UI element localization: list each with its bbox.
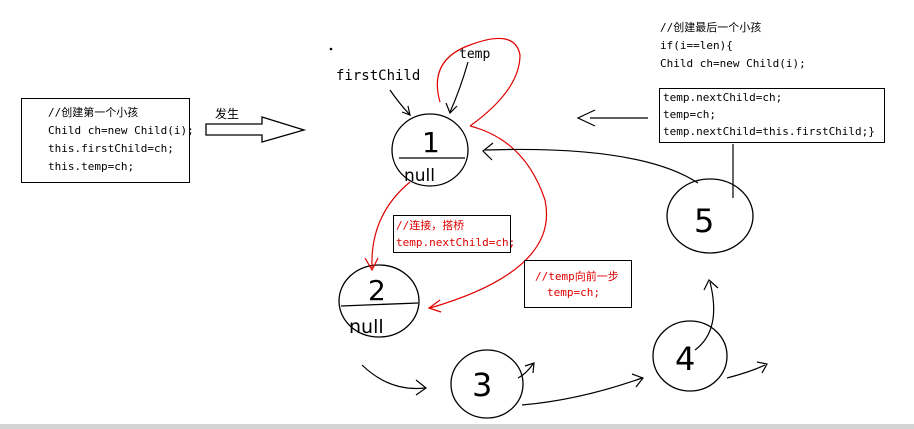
arrow-2-to-3: [361, 364, 426, 390]
bottom-scrollbar: [0, 424, 914, 429]
arrow-5-to-1: [484, 148, 699, 184]
label-firstchild: firstChild: [336, 68, 420, 84]
red-box-2-line-1: //temp向前一步: [535, 270, 619, 283]
red-arrow-temp-step: [429, 125, 548, 309]
arrow-label: 发生: [215, 106, 239, 121]
arrow-3-tail: [517, 363, 534, 379]
node-3-label: 3: [472, 366, 492, 404]
node-3: [450, 349, 524, 419]
label-temp: temp: [459, 47, 490, 62]
red-code-box-step: //temp向前一步 temp=ch;: [524, 260, 632, 308]
node-2-label: 2: [368, 274, 386, 307]
arrow-3-to-4: [521, 377, 643, 406]
node-2: [338, 264, 420, 338]
right-code-line-2: temp=ch;: [663, 108, 716, 121]
left-code-line-4: this.temp=ch;: [48, 160, 135, 173]
red-box-1-line-1: //连接，搭桥: [396, 219, 465, 232]
right-code-line-3: temp.nextChild=this.firstChild;}: [663, 125, 875, 138]
right-code-box: temp.nextChild=ch; temp=ch; temp.nextChi…: [659, 88, 885, 143]
node-1: [391, 113, 469, 187]
red-arrow-1-to-2: [371, 181, 411, 269]
top-right-code-line-2: if(i==len){: [660, 39, 733, 52]
node-1-label: 1: [422, 126, 440, 159]
left-code-line-1: //创建第一个小孩: [48, 106, 139, 119]
top-right-code-line-1: //创建最后一个小孩: [660, 21, 762, 34]
red-temp-loop: [436, 37, 521, 127]
node-5-label: 5: [694, 202, 714, 240]
stray-dot: [329, 47, 333, 51]
red-box-2-line-2: temp=ch;: [547, 286, 600, 299]
left-code-line-2: Child ch=new Child(i);: [48, 124, 194, 137]
arrow-4-tail: [726, 364, 766, 379]
node-4-label: 4: [675, 340, 695, 378]
node-4: [652, 320, 728, 392]
right-code-line-1: temp.nextChild=ch;: [663, 91, 783, 104]
top-right-code-line-3: Child ch=new Child(i);: [660, 57, 806, 70]
red-box-1-line-2: temp.nextChild=ch;: [396, 236, 516, 249]
left-code-box: //创建第一个小孩 Child ch=new Child(i); this.fi…: [21, 98, 194, 183]
node-2-sub: null: [349, 316, 384, 338]
arrow-4-to-5: [694, 281, 715, 351]
left-code-line-3: this.firstChild=ch;: [48, 142, 174, 155]
red-code-box-connect: //连接，搭桥 temp.nextChild=ch;: [393, 215, 515, 253]
temp-arrow: [449, 61, 469, 113]
firstchild-arrow: [389, 89, 411, 116]
transition-arrow: [205, 116, 307, 143]
node-1-sub: null: [404, 166, 435, 186]
node-5: [666, 178, 754, 254]
